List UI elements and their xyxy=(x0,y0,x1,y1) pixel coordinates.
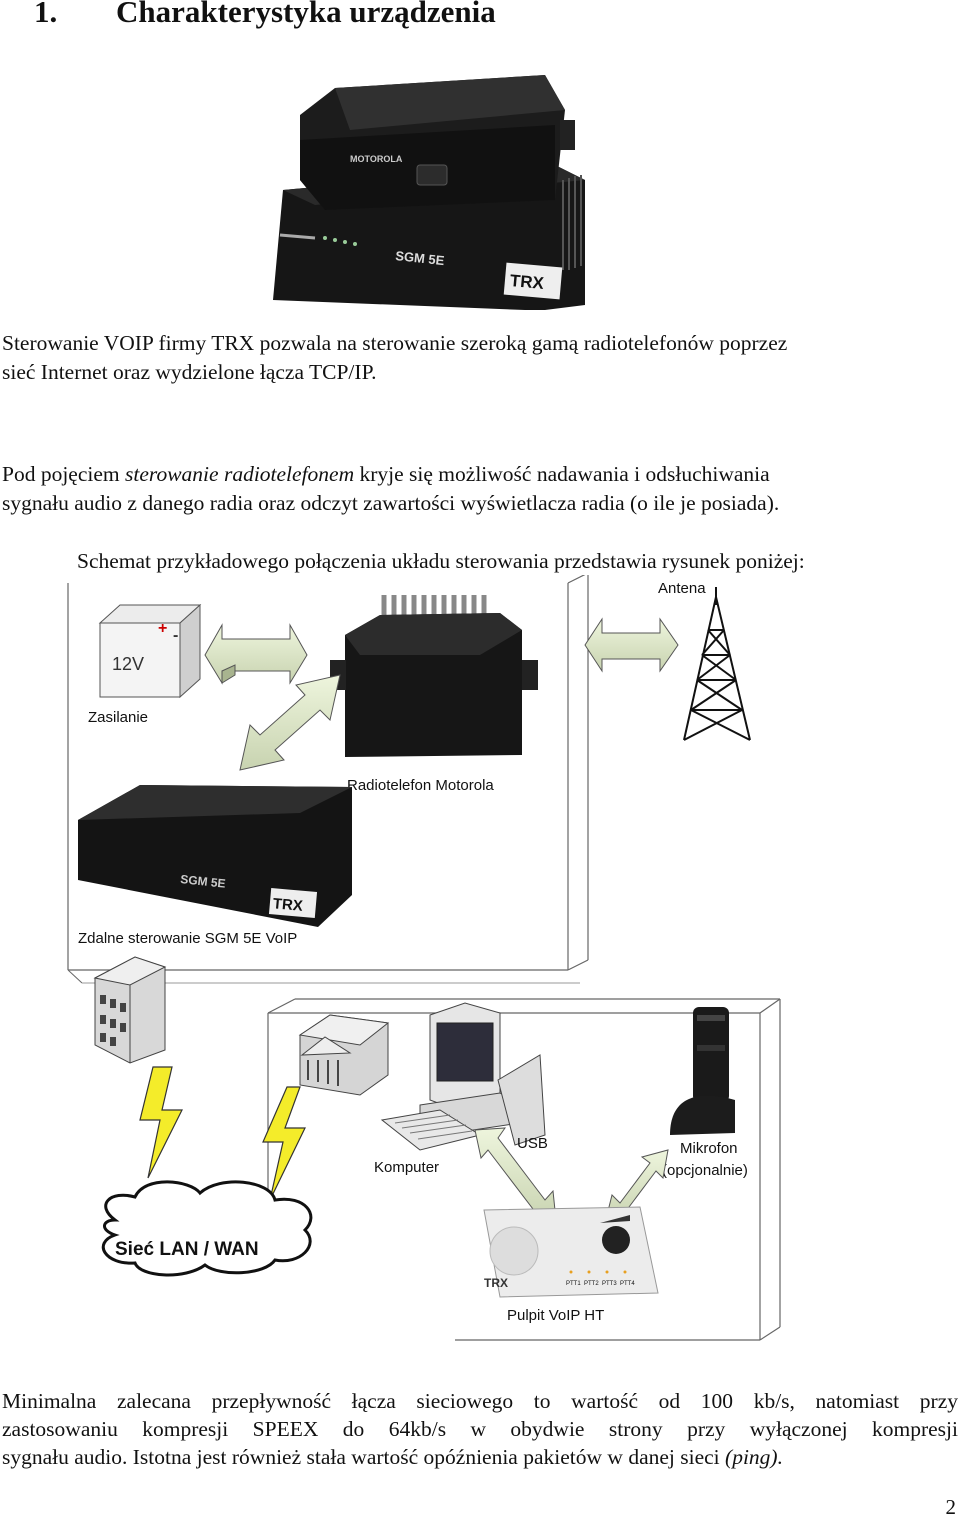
schema-caption: Schemat przykładowego połączenia układu … xyxy=(77,549,805,573)
sgm-vents xyxy=(562,175,582,270)
connection-diagram: + - 12V Zasilanie Radiotelefon Motorola … xyxy=(67,575,781,1341)
remote-label: Zdalne sterowanie SGM 5E VoIP xyxy=(78,930,297,947)
bandwidth-line-3: sygnału audio. Istotna jest również stał… xyxy=(2,1445,783,1469)
antenna-label: Antena xyxy=(658,580,706,597)
battery-minus: - xyxy=(173,627,178,644)
network-label: Sieć LAN / WAN xyxy=(115,1239,259,1260)
antenna-tower-icon xyxy=(683,587,751,741)
wireless-link-icon-2 xyxy=(262,1086,306,1201)
office-building-icon xyxy=(93,956,167,1064)
battery-icon: + - 12V xyxy=(98,603,202,699)
console-label: Pulpit VoIP HT xyxy=(507,1307,604,1324)
computer-label: Komputer xyxy=(374,1159,439,1176)
control-arrow-icon xyxy=(239,674,341,771)
trx-logo xyxy=(503,262,563,300)
antenna-arrow-icon xyxy=(584,617,679,673)
sgm-label: SGM 5E xyxy=(395,248,446,268)
battery-voltage: 12V xyxy=(112,654,144,674)
radio-label: Radiotelefon Motorola xyxy=(347,777,494,794)
computer-icon xyxy=(380,1002,546,1151)
mic-optional-label: (opcjonalnie) xyxy=(662,1162,748,1179)
section-heading: 1. Charakterystyka urządzenia xyxy=(34,0,496,30)
battery-plus: + xyxy=(158,620,167,637)
svg-text:PTT3: PTT3 xyxy=(602,1281,617,1287)
intro-line-1: Sterowanie VOIP firmy TRX pozwala na ste… xyxy=(2,331,788,355)
svg-text:PTT1: PTT1 xyxy=(566,1281,581,1287)
svg-text:PTT2: PTT2 xyxy=(584,1281,599,1287)
sgm-unit-icon: SGM 5E TRX xyxy=(78,785,352,927)
radio-connector xyxy=(416,164,448,186)
svg-text:PTT4: PTT4 xyxy=(620,1281,635,1287)
device-photo: SGM 5E TRX MOTOROLA xyxy=(273,75,585,310)
microphone-icon xyxy=(670,1007,735,1135)
definition-line-1: Pod pojęciem sterowanie radiotelefonem k… xyxy=(2,462,770,486)
mic-label: Mikrofon xyxy=(680,1140,738,1157)
dispatcher-panel xyxy=(267,998,781,1341)
svg-text:SGM 5E: SGM 5E xyxy=(180,872,227,891)
intro-line-2: sieć Internet oraz wydzielone łącza TCP/… xyxy=(2,360,377,384)
radio-knob xyxy=(560,120,575,150)
power-arrow-icon xyxy=(204,623,308,685)
definition-term: sterowanie radiotelefonem xyxy=(125,462,355,486)
definition-line-2: sygnału audio z danego radia oraz odczyt… xyxy=(2,491,780,515)
page-number: 2 xyxy=(945,1495,957,1519)
voip-console-icon: TRX PTT1 PTT2 PTT3 PTT4 xyxy=(483,1206,659,1298)
section-number: 1. xyxy=(34,0,58,29)
radio-icon xyxy=(330,595,538,757)
section-title: Charakterystyka urządzenia xyxy=(116,0,496,29)
svg-text:TRX: TRX xyxy=(509,271,545,293)
usb-label: USB xyxy=(517,1135,548,1152)
power-label: Zasilanie xyxy=(88,709,148,726)
sgm-status-leds xyxy=(323,236,357,246)
network-cloud-icon: Sieć LAN / WAN xyxy=(101,1180,313,1277)
ping-term: (ping). xyxy=(725,1445,783,1469)
bandwidth-line-1: Minimalna zalecana przepływność łącza si… xyxy=(2,1389,958,1413)
wireless-link-icon xyxy=(139,1066,183,1179)
bank-building-icon xyxy=(298,1014,390,1096)
bandwidth-line-2: zastosowaniu kompresji SPEEX do 64kb/s w… xyxy=(2,1417,958,1441)
svg-text:TRX: TRX xyxy=(484,1276,508,1290)
motorola-logo: MOTOROLA xyxy=(350,154,403,164)
svg-text:TRX: TRX xyxy=(272,895,303,915)
